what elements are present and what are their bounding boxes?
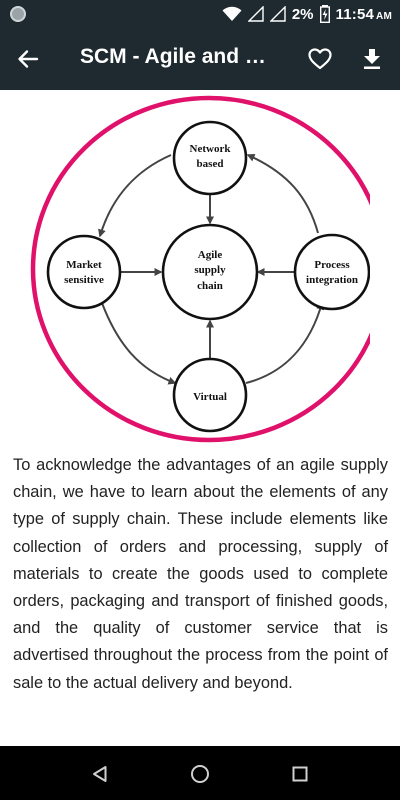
signal-icon [269,6,286,22]
signal-icon [247,6,264,22]
app-bar: SCM - Agile and R... [0,28,400,90]
square-recents-icon [292,766,308,782]
arrow-bottom-to-right [245,301,325,384]
wifi-icon [222,6,242,21]
battery-charging-icon [319,5,330,23]
system-nav-bar [0,746,400,800]
diagram-outer-ring [30,95,370,443]
article-paragraph: To acknowledge the advantages of an agil… [13,456,388,692]
node-agile-supply-chain [161,223,259,321]
notification-icon [10,6,26,22]
agile-supply-chain-diagram: Network based Market sensitive Agile sup… [30,95,370,443]
article-content: Network based Market sensitive Agile sup… [0,90,400,746]
favorite-button[interactable] [304,43,336,75]
node-label: sensitive [64,274,104,286]
node-label: supply [194,264,226,276]
battery-percent: 2% [291,5,314,23]
arrow-left-to-bottom [101,302,177,385]
node-label: based [197,158,224,170]
node-label: Network [190,143,232,155]
arrow-right-to-top [246,154,319,234]
circle-home-icon [191,765,209,783]
node-process-integration [293,233,370,311]
page-title: SCM - Agile and R... [80,45,275,68]
node-label: Virtual [193,391,227,403]
download-icon [364,49,380,69]
node-network-based [172,120,248,196]
node-label: integration [306,274,358,286]
triangle-back-icon [93,766,107,782]
clock-ampm: AM [376,10,392,22]
node-label: Market [66,259,102,271]
heart-outline-icon [308,48,332,70]
nav-home-button[interactable] [186,760,214,788]
node-label: Agile [198,249,223,261]
node-label: chain [197,280,223,292]
download-button[interactable] [356,43,388,75]
nav-recents-button[interactable] [286,760,314,788]
clock-time: 11:54 [335,5,375,23]
arrow-top-to-left [98,154,172,238]
arrow-left-icon [18,50,39,68]
nav-back-button[interactable] [86,760,114,788]
node-market-sensitive [46,234,122,310]
back-button[interactable] [12,43,44,75]
node-label: Process [314,259,350,271]
node-virtual [172,357,248,433]
